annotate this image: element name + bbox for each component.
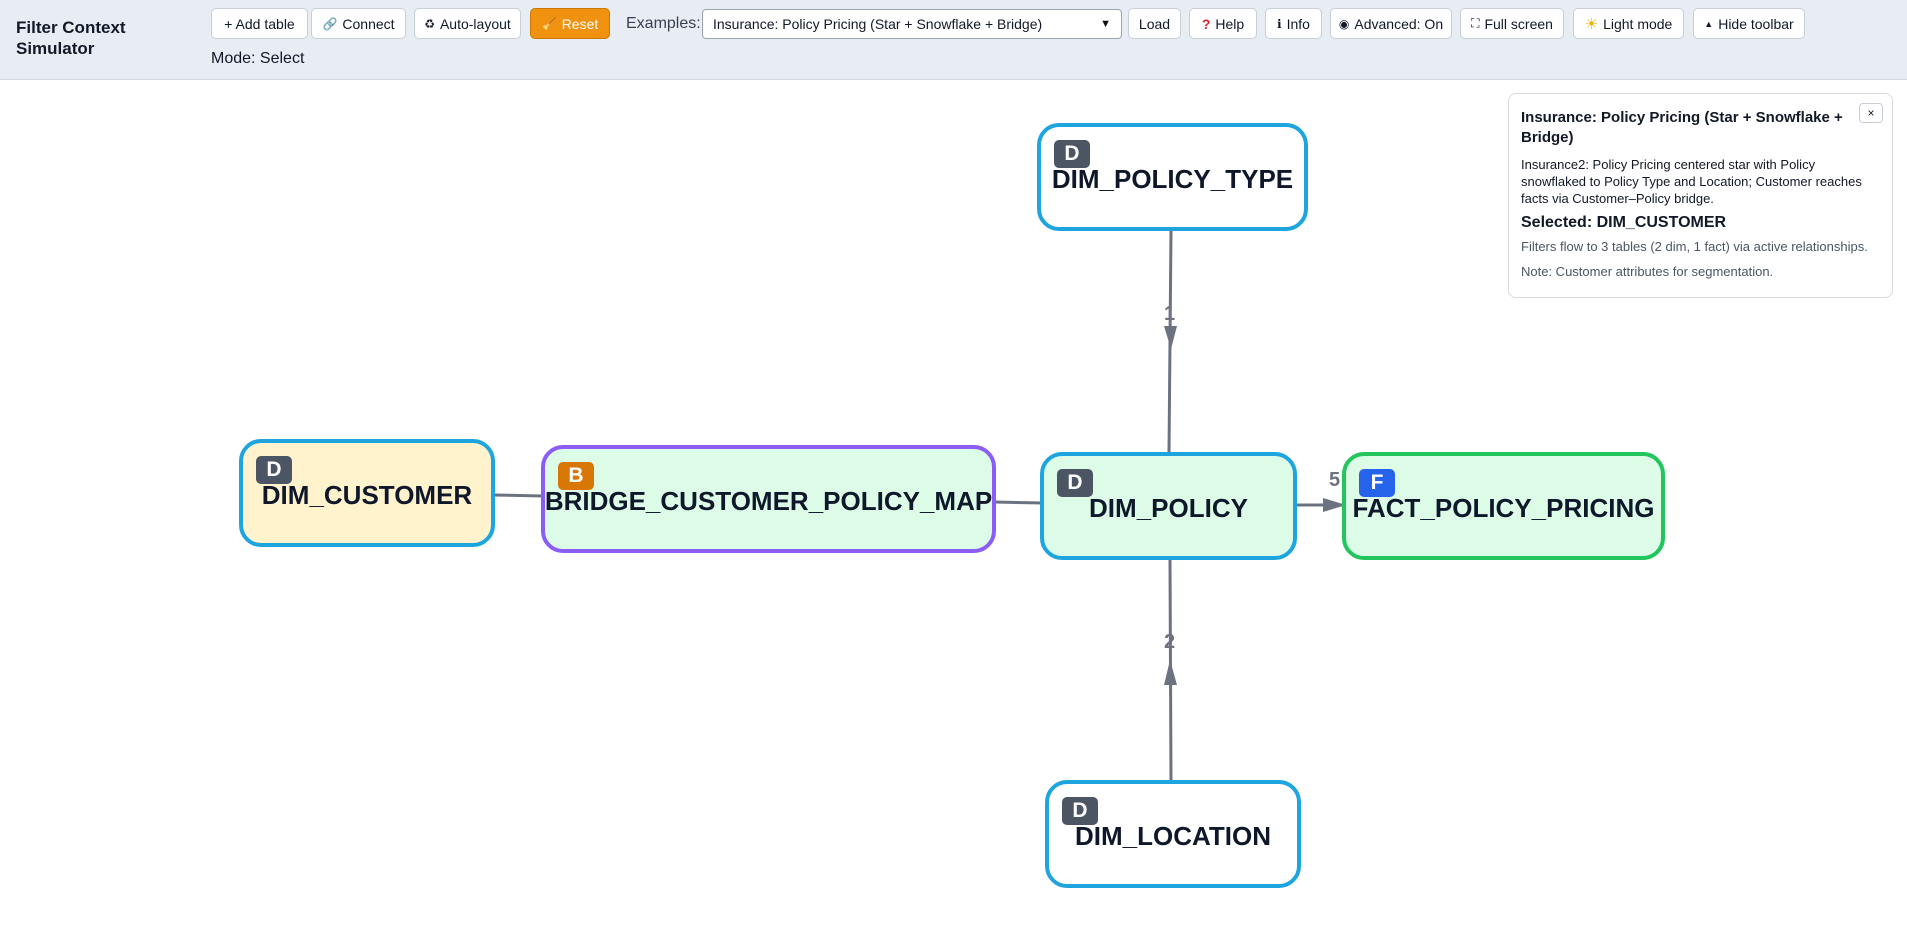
table-name: DIM_LOCATION [1075,820,1271,851]
help-label: Help [1215,15,1245,32]
dimension-badge: D [1054,140,1090,168]
reset-button[interactable]: 🧹 Reset [530,8,610,39]
table-node-dim-customer[interactable]: D DIM_CUSTOMER [239,439,495,547]
info-filters: Filters flow to 3 tables (2 dim, 1 fact)… [1521,239,1868,254]
info-description: Insurance2: Policy Pricing centered star… [1521,157,1862,206]
add-table-button[interactable]: + Add table [211,8,308,39]
link-icon: 🔗 [322,16,338,31]
info-panel: × Insurance: Policy Pricing (Star + Snow… [1508,93,1893,298]
edge-label-2: 2 [1164,631,1175,653]
app-title: Filter Context Simulator [16,18,126,58]
question-icon: ? [1201,15,1211,32]
triangle-up-icon: ▲ [1704,18,1714,29]
fullscreen-icon: ⛶ [1471,16,1480,30]
table-name: DIM_POLICY_TYPE [1051,163,1294,194]
broom-icon: 🧹 [541,16,557,31]
table-node-dim-policy-type[interactable]: D DIM_POLICY_TYPE [1037,123,1308,231]
connect-label: Connect [342,15,395,32]
load-label: Load [1138,15,1171,32]
info-button[interactable]: ℹ Info [1265,8,1322,39]
hide-toolbar-label: Hide toolbar [1718,15,1794,32]
connect-button[interactable]: 🔗 Connect [311,8,406,39]
edge-arrow-fact [1323,498,1346,512]
advanced-toggle[interactable]: ◉ Advanced: On [1330,8,1452,39]
auto-layout-button[interactable]: ♻ Auto-layout [414,8,521,39]
table-name: FACT_POLICY_PRICING [1352,492,1655,523]
fact-badge: F [1359,469,1395,497]
chevron-down-icon: ▼ [1100,18,1111,30]
edge-label-5: 5 [1329,469,1340,491]
edge-arrow-location [1164,660,1177,685]
edge-label-1: 1 [1164,303,1175,325]
info-note: Note: Customer attributes for segmentati… [1521,264,1774,279]
table-node-dim-policy[interactable]: D DIM_POLICY [1040,452,1297,560]
table-node-bridge-customer-policy-map[interactable]: B BRIDGE_CUSTOMER_POLICY_MAP [541,445,996,553]
info-label: Info [1286,15,1310,32]
help-button[interactable]: ? Help [1189,8,1257,39]
edge-customer-bridge[interactable] [493,493,544,498]
auto-layout-label: Auto-layout [439,15,511,32]
reset-label: Reset [561,15,599,32]
table-node-fact-policy-pricing[interactable]: F FACT_POLICY_PRICING [1342,452,1665,560]
examples-label: Examples: [626,15,701,32]
diagram-canvas[interactable]: 1 2 5 D DIM_POLICY_TYPE D DIM_CUSTOMER B… [0,81,1907,930]
edge-arrow-policy-type [1164,326,1177,349]
info-icon: ℹ [1277,16,1282,31]
light-mode-label: Light mode [1603,15,1673,32]
bridge-badge: B [558,462,594,490]
load-button[interactable]: Load [1128,8,1181,39]
light-mode-button[interactable]: ☀ Light mode [1573,8,1684,39]
info-title: Insurance: Policy Pricing (Star + Snowfl… [1521,109,1843,146]
advanced-label: Advanced: On [1354,15,1444,32]
hide-toolbar-button[interactable]: ▲ Hide toolbar [1693,8,1805,39]
close-icon[interactable]: × [1859,103,1883,123]
sun-icon: ☀ [1584,15,1599,33]
examples-selected-value: Insurance: Policy Pricing (Star + Snowfl… [713,16,1043,32]
info-selected: Selected: DIM_CUSTOMER [1521,214,1727,231]
circle-icon: ◉ [1338,16,1350,31]
full-screen-label: Full screen [1484,15,1553,32]
dimension-badge: D [1057,469,1093,497]
full-screen-button[interactable]: ⛶ Full screen [1460,8,1564,39]
mode-label: Mode: Select [211,50,305,67]
relationship-edges: 1 2 5 [493,230,1346,783]
table-name: DIM_POLICY [1089,492,1248,523]
dimension-badge: D [256,456,292,484]
dimension-badge: D [1062,797,1098,825]
table-name: BRIDGE_CUSTOMER_POLICY_MAP [544,485,993,516]
toolbar: Filter Context Simulator + Add table 🔗 C… [0,0,1907,80]
examples-select[interactable]: Insurance: Policy Pricing (Star + Snowfl… [702,9,1122,39]
table-node-dim-location[interactable]: D DIM_LOCATION [1045,780,1301,888]
table-name: DIM_CUSTOMER [261,479,473,510]
add-table-label: + Add table [224,15,295,32]
recycle-icon: ♻ [424,16,435,31]
edge-bridge-policy[interactable] [993,500,1043,505]
